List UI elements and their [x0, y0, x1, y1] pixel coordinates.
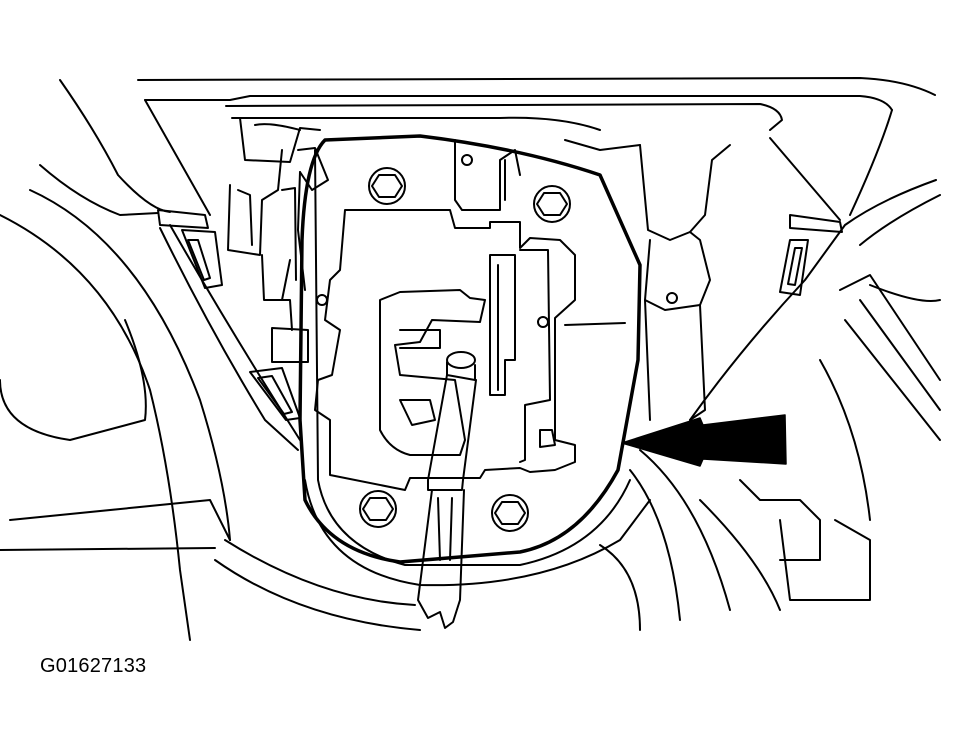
screw-holes [316, 154, 678, 328]
lower-console-frame [214, 539, 421, 631]
figure-id-label: G01627133 [40, 655, 147, 677]
bolt-bottom-left [359, 490, 397, 528]
pointer-arrow [621, 414, 787, 467]
bolt-top-right [533, 185, 571, 223]
top-bracket [454, 139, 641, 211]
right-console-panel [599, 109, 941, 631]
bolt-bottom-right [491, 494, 529, 532]
shift-gate-plate [314, 209, 626, 491]
bolt-top-left [368, 167, 406, 205]
console-top-rim [137, 77, 936, 131]
left-console-panel [0, 79, 301, 641]
shift-lever-rod [417, 351, 477, 629]
wiring-connector [227, 117, 329, 363]
